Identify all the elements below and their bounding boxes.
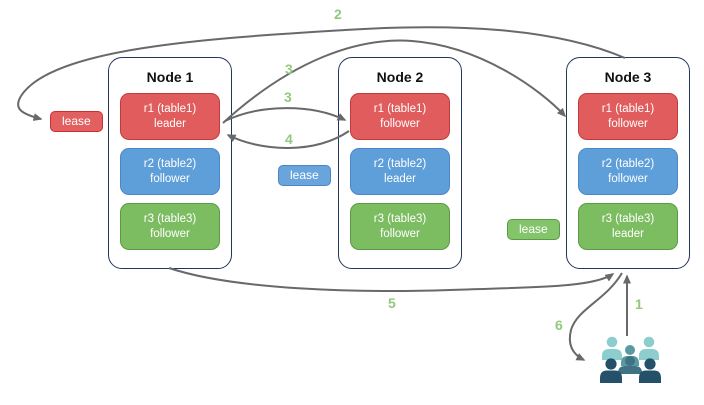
node-3-replica-r1: r1 (table1) follower: [578, 93, 678, 140]
replica-role: leader: [154, 117, 186, 130]
arrow-step-6: [568, 272, 623, 361]
replica-name: r1 (table1): [601, 102, 655, 115]
replica-name: r2 (table2): [601, 157, 655, 170]
node-1-replica-r2: r2 (table2) follower: [120, 148, 220, 195]
replica-role: follower: [380, 227, 420, 240]
replica-role: leader: [612, 227, 644, 240]
node-1-replica-r3: r3 (table3) follower: [120, 203, 220, 250]
replica-name: r2 (table2): [143, 157, 197, 170]
node-3: Node 3 r1 (table1) follower r2 (table2) …: [566, 57, 690, 269]
step-label-5: 5: [388, 295, 396, 311]
lease-badge-table1: lease: [50, 111, 103, 132]
replica-name: r3 (table3): [601, 212, 655, 225]
node-2: Node 2 r1 (table1) follower r2 (table2) …: [338, 57, 462, 269]
node-2-replica-r3: r3 (table3) follower: [350, 203, 450, 250]
arrow-step-5: [168, 267, 615, 292]
node-1-replica-r1: r1 (table1) leader: [120, 93, 220, 140]
node-2-replica-r1: r1 (table1) follower: [350, 93, 450, 140]
step-label-1: 1: [635, 296, 643, 312]
lease-badge-table2: lease: [278, 165, 331, 186]
step-label-2: 2: [334, 6, 342, 22]
node-2-title: Node 2: [376, 69, 424, 85]
lease-badge-table3: lease: [507, 219, 560, 240]
replica-role: follower: [608, 117, 648, 130]
node-3-title: Node 3: [604, 69, 652, 85]
replica-name: r3 (table3): [373, 212, 427, 225]
node-1-title: Node 1: [146, 69, 194, 85]
replica-role: follower: [150, 172, 190, 185]
node-2-replica-r2: r2 (table2) leader: [350, 148, 450, 195]
replica-role: leader: [384, 172, 416, 185]
node-1: Node 1 r1 (table1) leader r2 (table2) fo…: [108, 57, 232, 269]
users-icon: [600, 336, 661, 383]
replica-role: follower: [150, 227, 190, 240]
replica-name: r2 (table2): [373, 157, 427, 170]
arrow-step-3-to-node2: [224, 107, 347, 122]
node-3-replica-r2: r2 (table2) follower: [578, 148, 678, 195]
step-label-4: 4: [285, 131, 293, 147]
replica-name: r3 (table3): [143, 212, 197, 225]
replica-role: follower: [608, 172, 648, 185]
step-label-3a: 3: [285, 61, 293, 77]
replica-role: follower: [380, 117, 420, 130]
replica-name: r1 (table1): [373, 102, 427, 115]
node-3-replica-r3: r3 (table3) leader: [578, 203, 678, 250]
replica-name: r1 (table1): [143, 102, 197, 115]
step-label-6: 6: [555, 317, 563, 333]
step-label-3b: 3: [284, 89, 292, 105]
